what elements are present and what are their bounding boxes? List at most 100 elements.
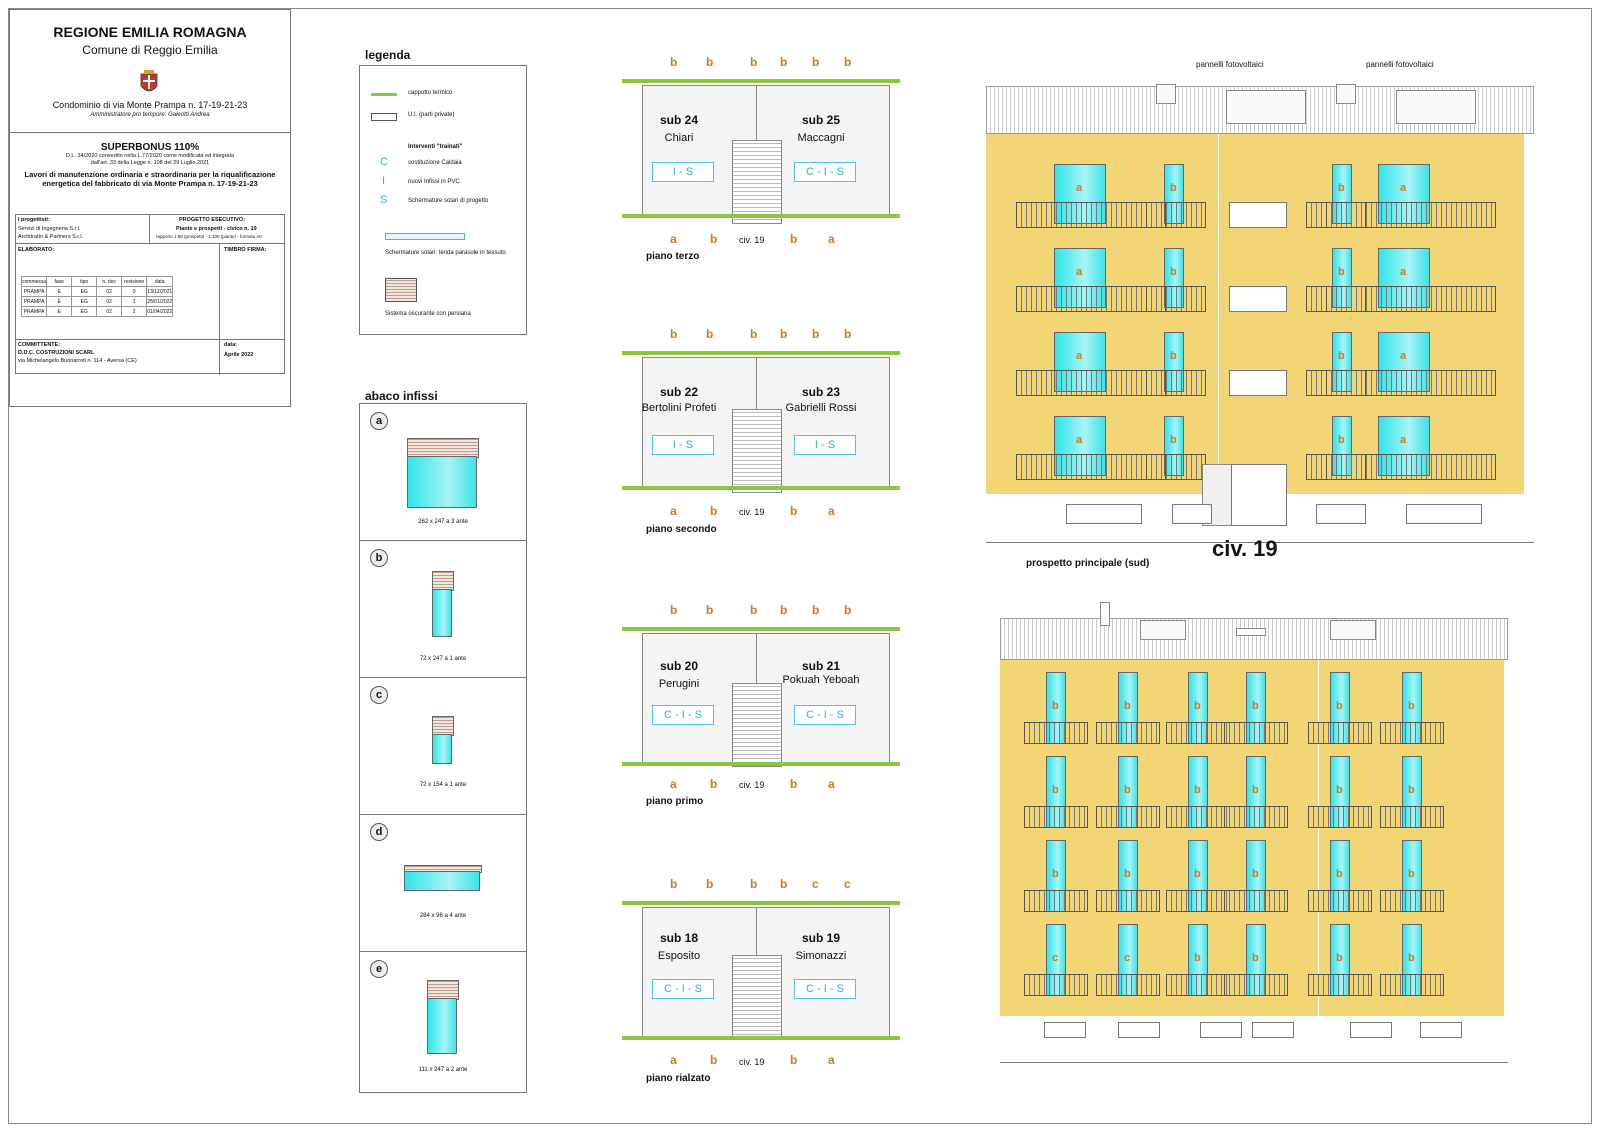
facade-window-label: a: [1400, 434, 1407, 446]
legend-ui: U.I. (parti private): [408, 112, 455, 118]
awning-swatch: [385, 233, 465, 240]
abaco-item-d: d 284 x 96 a 4 ante: [360, 815, 526, 952]
roof: [1000, 618, 1508, 660]
insulation-line: [622, 79, 900, 83]
owner-name: Bertolini Profeti: [641, 402, 717, 414]
basement-window: [1066, 504, 1142, 524]
plan-window-label: b: [706, 877, 714, 891]
facade-window-label: b: [1170, 350, 1177, 362]
balcony-railing: [1146, 370, 1206, 396]
legend-letter-s: S: [380, 194, 388, 206]
law-line-2: dall'art. 33 della Legge n. 108 del 29 L…: [90, 160, 210, 166]
insulation-line: [622, 1036, 900, 1040]
intervention-tag: I - S: [794, 435, 856, 455]
insulation-line: [622, 486, 900, 490]
balcony-railing: [1326, 286, 1496, 312]
legend-i: nuovi Infissi in PVC: [408, 179, 460, 185]
facade-window-label: b: [1194, 784, 1201, 796]
plan-window-label: b: [790, 504, 798, 518]
sub-label: sub 23: [801, 385, 840, 399]
pv-panel: [1396, 90, 1476, 124]
balcony-railing: [1096, 806, 1160, 828]
balcony-railing: [1224, 974, 1288, 996]
plan-window-label: b: [780, 55, 788, 69]
facade-window-label: b: [1252, 952, 1259, 964]
abaco-item-a: a 262 x 247 a 3 ante: [360, 404, 526, 541]
intervention-tag: I - S: [652, 435, 714, 455]
balcony-railing: [1024, 974, 1088, 996]
pv-label-left: pannelli fotovoltaici: [1196, 60, 1264, 69]
plan-window-label: b: [670, 603, 678, 617]
balcony-railing: [1146, 454, 1206, 480]
plan-window-label: a: [828, 1053, 835, 1067]
insulation-line: [622, 627, 900, 631]
abaco-caption-a: 262 x 247 a 3 ante: [418, 519, 468, 525]
plan-window-label: a: [670, 1053, 677, 1067]
intervention-tag: C - I - S: [794, 705, 856, 725]
project-label: PROGETTO ESECUTIVO:: [179, 217, 245, 223]
owner-name: Simonazzi: [795, 950, 847, 962]
chimney: [1336, 84, 1356, 104]
intervention-tag: C - I - S: [794, 162, 856, 182]
facade-window-label: b: [1336, 784, 1343, 796]
plan-window-label: a: [828, 777, 835, 791]
insulation-line: [622, 762, 900, 766]
civic-number: civ. 19: [739, 780, 765, 790]
balcony-railing: [1016, 202, 1166, 228]
basement-window: [1350, 1022, 1392, 1038]
facade-window-label: a: [1400, 350, 1407, 362]
intervention-tag: I - S: [652, 162, 714, 182]
balcony-railing: [1326, 454, 1496, 480]
civic-title: civ. 19: [1212, 536, 1278, 561]
designers-label: I progettisti:: [18, 217, 50, 223]
facade-window-label: a: [1400, 182, 1407, 194]
designer-1: Servizi di Ingegneria S.r.l.: [18, 226, 81, 232]
plan-window-label: a: [670, 777, 677, 791]
basement-window: [1406, 504, 1482, 524]
window-b-glass: [432, 589, 452, 637]
sub-label: sub 25: [801, 113, 840, 127]
stairwell: [732, 955, 782, 1039]
balcony-railing: [1326, 202, 1496, 228]
facade-window-label: a: [1076, 182, 1083, 194]
facade-window-label: b: [1170, 182, 1177, 194]
plan-window-label: b: [750, 603, 758, 617]
balcony-railing: [1166, 890, 1230, 912]
balcony-railing: [1326, 370, 1496, 396]
balcony-railing: [1166, 806, 1230, 828]
elaborato-label: ELABORATO:: [18, 247, 55, 253]
stairwell: [732, 683, 782, 767]
owner-name: Esposito: [657, 950, 701, 962]
balcony-railing: [1166, 974, 1230, 996]
basement-window: [1118, 1022, 1160, 1038]
balcony-railing: [1308, 890, 1372, 912]
plan-window-label: b: [790, 1053, 798, 1067]
sub-label: sub 19: [801, 931, 840, 945]
roof-vent: [1330, 620, 1376, 640]
window-d-glass: [404, 871, 480, 891]
basement-window: [1200, 1022, 1242, 1038]
plan-window-label: b: [844, 55, 852, 69]
balcony-railing: [1308, 806, 1372, 828]
plan-window-label: b: [710, 232, 718, 246]
abaco-caption-d: 284 x 96 a 4 ante: [419, 913, 467, 919]
stair-window: [1229, 286, 1287, 312]
balcony-railing: [1166, 722, 1230, 744]
abaco-item-b: b 72 x 247 a 1 ante: [360, 541, 526, 678]
basement-window: [1172, 504, 1212, 524]
client-address: via Michelangelo Buonarroti n. 114 - Ave…: [18, 358, 137, 364]
roof-vent: [1236, 628, 1266, 636]
facade-window-label: b: [1124, 868, 1131, 880]
stair-window: [1229, 370, 1287, 396]
abaco-box: a 262 x 247 a 3 ante b 72 x 247 a 1 ante…: [359, 403, 527, 1093]
facade-window-label: a: [1400, 266, 1407, 278]
basement-window: [1420, 1022, 1462, 1038]
superbonus-title: SUPERBONUS 110%: [100, 142, 200, 153]
balcony-railing: [1024, 890, 1088, 912]
legend-persiana: Sistema oscurante con persiana: [385, 311, 471, 317]
owner-name: Maccagni: [797, 132, 845, 144]
